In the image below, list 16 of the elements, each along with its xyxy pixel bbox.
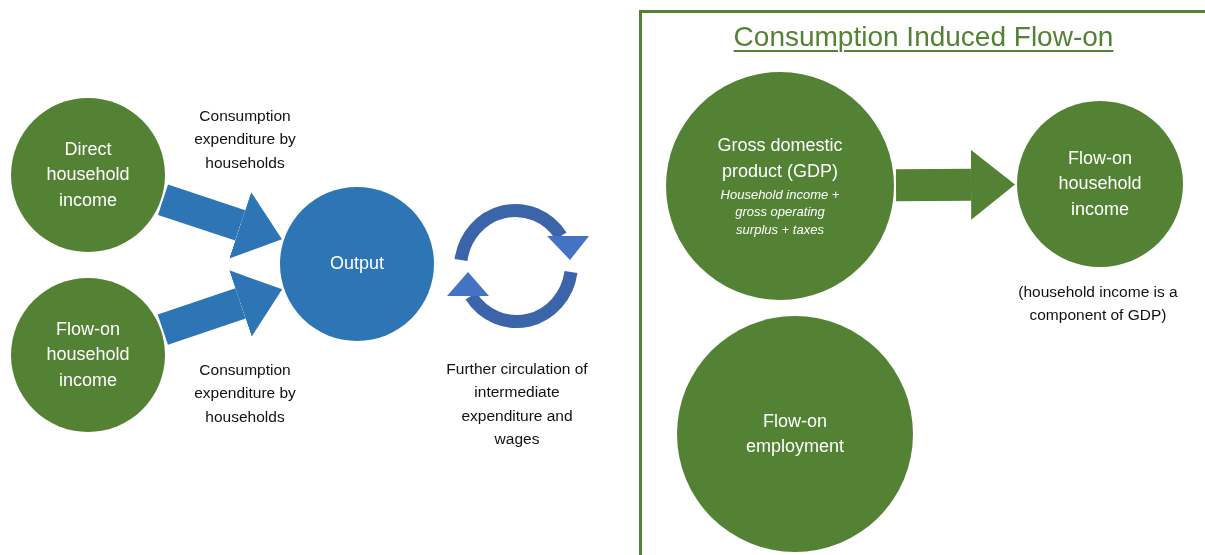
node-label: Flow-on household income bbox=[45, 318, 131, 392]
edge-label: Consumption expenditure by households bbox=[193, 360, 297, 427]
node-label: Gross domestic product (GDP) bbox=[716, 134, 844, 183]
node-description: Household income + gross operating surplus + taxes bbox=[719, 185, 841, 239]
block-arrow bbox=[157, 184, 282, 259]
block-arrow bbox=[895, 149, 1015, 220]
node-label: Output bbox=[329, 252, 384, 276]
node-label: Direct household income bbox=[45, 138, 131, 212]
node-label: Flow-on employment bbox=[744, 409, 845, 458]
panel-title: Consumption Induced Flow-on bbox=[733, 21, 1114, 52]
edge-label: Consumption expenditure by households bbox=[193, 106, 297, 173]
block-arrow bbox=[157, 270, 283, 345]
note-text: (household income is a component of GDP) bbox=[1017, 282, 1179, 326]
caption-text: Further circulation of intermediate expenditure and wages bbox=[445, 359, 589, 449]
node-label: Flow-on household income bbox=[1057, 147, 1143, 221]
panel-frame bbox=[639, 10, 1205, 555]
